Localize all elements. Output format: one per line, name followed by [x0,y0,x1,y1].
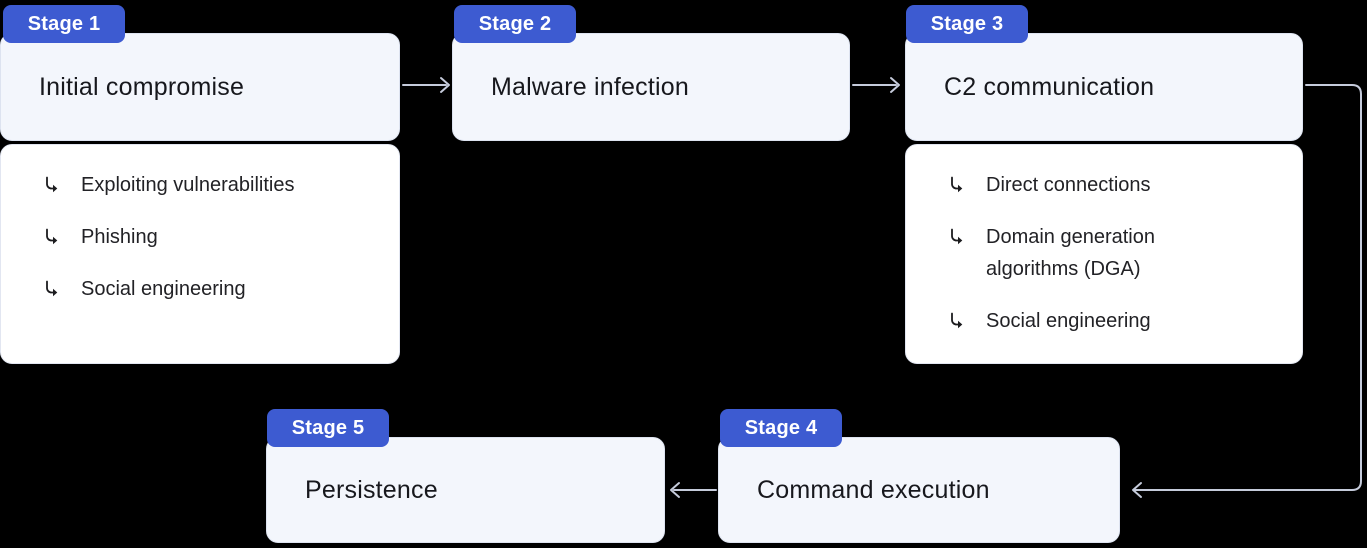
detail-item-text: Exploiting vulnerabilities [81,174,295,196]
list-item: Phishing [43,221,375,253]
stage-5-badge: Stage 5 [267,409,389,447]
branch-arrow-icon [43,169,61,194]
detail-item-text: Social engineering [81,278,246,300]
detail-item-text: Direct connections [986,174,1151,196]
stage-2-badge: Stage 2 [454,5,576,43]
stage-3-card: C2 communication [905,33,1303,141]
stage-2-card: Malware infection [452,33,850,141]
stage-1-title: Initial compromise [39,72,245,101]
stage-2-title: Malware infection [491,72,689,101]
stage-4-card: Command execution [718,437,1120,543]
arrow-stage1-to-stage2 [402,77,450,93]
list-item: Exploiting vulnerabilities [43,169,375,201]
arrow-stage4-to-stage5 [670,482,717,498]
stage-1-details-card: Exploiting vulnerabilities Phishing Soci… [0,144,400,364]
stage-3-title: C2 communication [944,72,1155,101]
detail-item-text: Phishing [81,226,158,248]
connector-stage3-to-stage4 [1132,84,1362,498]
stage-3-badge: Stage 3 [906,5,1028,43]
stage-5-card: Persistence [266,437,665,543]
list-item: Domain generation algorithms (DGA) [948,221,1278,285]
detail-item-text: Domain generation algorithms (DGA) [986,226,1155,280]
detail-item-text: Social engineering [986,310,1151,332]
branch-arrow-icon [43,221,61,246]
list-item: Social engineering [43,273,375,305]
stage-4-title: Command execution [757,475,990,504]
stage-3-details-card: Direct connections Domain generation alg… [905,144,1303,364]
branch-arrow-icon [948,305,966,330]
branch-arrow-icon [43,273,61,298]
stage-5-title: Persistence [305,475,438,504]
branch-arrow-icon [948,169,966,194]
stage-1-badge: Stage 1 [3,5,125,43]
stage-4-badge: Stage 4 [720,409,842,447]
stage-1-card: Initial compromise [0,33,400,141]
branch-arrow-icon [948,221,966,246]
arrow-stage2-to-stage3 [852,77,900,93]
list-item: Direct connections [948,169,1278,201]
list-item: Social engineering [948,305,1278,337]
